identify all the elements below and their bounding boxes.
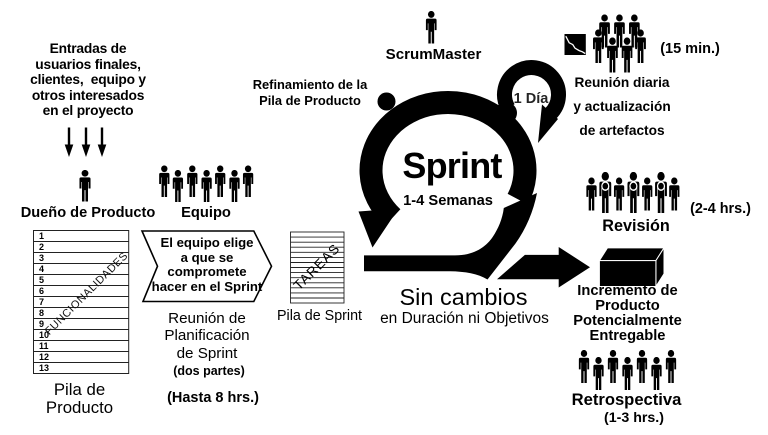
svg-text:12: 12 xyxy=(39,352,49,362)
svg-text:10: 10 xyxy=(39,330,49,340)
svg-text:6: 6 xyxy=(39,286,44,296)
svg-text:8: 8 xyxy=(39,308,44,318)
svg-text:5: 5 xyxy=(39,275,44,285)
svg-text:9: 9 xyxy=(39,319,44,329)
svg-text:1: 1 xyxy=(39,231,44,241)
svg-text:3: 3 xyxy=(39,253,44,263)
svg-text:7: 7 xyxy=(39,297,44,307)
svg-text:4: 4 xyxy=(39,264,44,274)
svg-text:11: 11 xyxy=(39,341,49,351)
svg-text:13: 13 xyxy=(39,363,49,373)
svg-text:2: 2 xyxy=(39,242,44,252)
